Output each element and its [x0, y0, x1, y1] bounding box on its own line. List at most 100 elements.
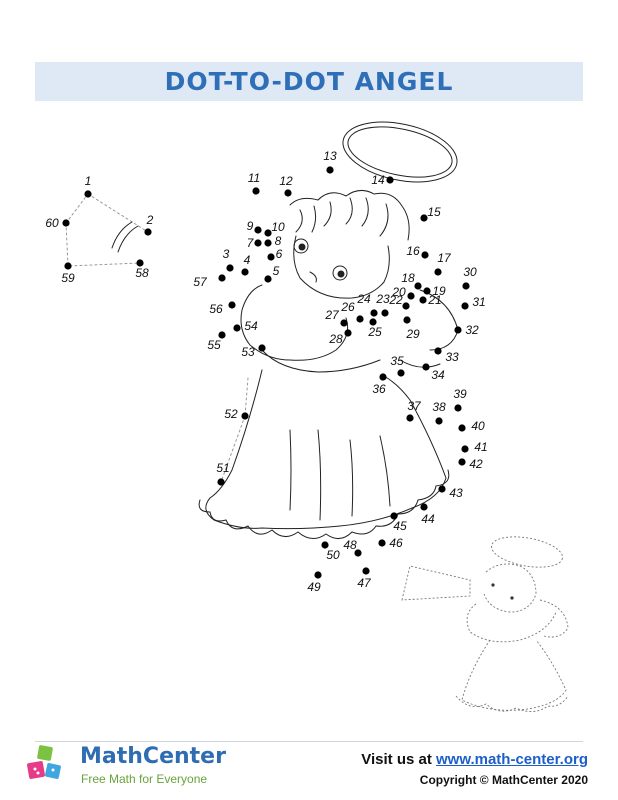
dot-59 — [64, 262, 72, 270]
dot-14 — [386, 176, 394, 184]
dot-label-37: 37 — [407, 399, 422, 413]
dot-16 — [421, 251, 429, 259]
dot-29 — [403, 316, 411, 324]
dot-57 — [218, 274, 226, 282]
dot-54 — [233, 324, 241, 332]
dot-label-20: 20 — [391, 285, 406, 299]
dot-label-22: 22 — [388, 293, 403, 307]
dot-label-47: 47 — [357, 576, 372, 590]
dot-label-56: 56 — [209, 302, 223, 316]
dot-label-52: 52 — [224, 407, 238, 421]
dot-label-9: 9 — [247, 219, 254, 233]
dot-label-2: 2 — [146, 213, 154, 227]
footer-divider — [35, 741, 583, 742]
trumpet-outline — [65, 193, 149, 267]
page-title: DOT-TO-DOT ANGEL — [164, 67, 454, 96]
dot-46 — [378, 539, 386, 547]
dot-label-28: 28 — [328, 332, 343, 346]
dot-4 — [241, 268, 249, 276]
dot-label-59: 59 — [61, 271, 75, 285]
dot-28 — [344, 329, 352, 337]
dot-11 — [252, 187, 260, 195]
dot-label-29: 29 — [405, 327, 420, 341]
dot-42 — [458, 458, 466, 466]
trumpet-detail — [111, 221, 139, 253]
dot-label-21: 21 — [427, 293, 441, 307]
dot-56 — [228, 301, 236, 309]
dot-8 — [264, 239, 272, 247]
dot-label-16: 16 — [406, 244, 420, 258]
dot-label-3: 3 — [223, 247, 230, 261]
dot-label-32: 32 — [465, 323, 479, 337]
dot-label-48: 48 — [343, 538, 357, 552]
dot-38 — [435, 417, 443, 425]
dot-label-24: 24 — [356, 292, 371, 306]
dot-label-44: 44 — [421, 512, 435, 526]
dot-label-55: 55 — [207, 338, 221, 352]
dot-18 — [414, 282, 422, 290]
dot-label-31: 31 — [472, 295, 485, 309]
dot-label-51: 51 — [216, 461, 229, 475]
dot-52 — [241, 412, 249, 420]
dot-label-58: 58 — [135, 266, 149, 280]
dot-label-42: 42 — [469, 457, 483, 471]
dot-label-53: 53 — [241, 345, 255, 359]
right-eye — [332, 265, 348, 281]
dot-label-33: 33 — [445, 350, 459, 364]
dot-label-13: 13 — [323, 149, 337, 163]
dot-58 — [136, 259, 144, 267]
dot-34 — [422, 363, 430, 371]
dot-45 — [390, 512, 398, 520]
dot-label-54: 54 — [244, 319, 258, 333]
dot-label-26: 26 — [340, 300, 355, 314]
dot-22 — [402, 302, 410, 310]
dot-39 — [454, 404, 462, 412]
left-eye — [293, 238, 309, 254]
dot-15 — [420, 214, 428, 222]
dot-label-43: 43 — [449, 486, 463, 500]
dot-5 — [264, 275, 272, 283]
face-outline — [293, 235, 390, 299]
dot-label-30: 30 — [463, 265, 477, 279]
dot-label-41: 41 — [474, 440, 487, 454]
title-banner: DOT-TO-DOT ANGEL — [35, 62, 583, 101]
dot-24 — [370, 309, 378, 317]
website-link[interactable]: www.math-center.org — [436, 751, 588, 768]
dot-49 — [314, 571, 322, 579]
dot-label-1: 1 — [85, 174, 92, 188]
dress-ruffle — [198, 469, 450, 539]
halo-outline — [342, 121, 458, 183]
dot-53 — [258, 344, 266, 352]
dot-3 — [226, 264, 234, 272]
sleeve-outline — [261, 349, 381, 373]
dot-label-10: 10 — [271, 220, 285, 234]
trumpet-lines — [220, 377, 249, 483]
dot-label-40: 40 — [471, 419, 485, 433]
dot-50 — [321, 541, 329, 549]
dot-label-25: 25 — [367, 325, 382, 339]
dot-label-14: 14 — [371, 173, 385, 187]
dot-label-12: 12 — [279, 174, 293, 188]
dot-label-5: 5 — [273, 264, 280, 278]
dot-20 — [407, 292, 415, 300]
dot-48 — [354, 549, 362, 557]
dot-60 — [62, 219, 70, 227]
dot-30 — [462, 282, 470, 290]
dot-31 — [461, 302, 469, 310]
dot-label-19: 19 — [432, 284, 446, 298]
dot-44 — [420, 503, 428, 511]
dot-27 — [340, 319, 348, 327]
dot-21 — [419, 296, 427, 304]
dot-label-27: 27 — [324, 308, 340, 322]
dot-33 — [434, 347, 442, 355]
dress-outline — [205, 369, 447, 530]
dot-6 — [267, 253, 275, 261]
copyright-text: Copyright © MathCenter 2020 — [419, 773, 588, 787]
dot-label-57: 57 — [193, 275, 208, 289]
dot-36 — [379, 373, 387, 381]
dot-label-38: 38 — [432, 400, 446, 414]
dot-label-18: 18 — [401, 271, 415, 285]
brand-tagline: Free Math for Everyone — [81, 772, 208, 786]
